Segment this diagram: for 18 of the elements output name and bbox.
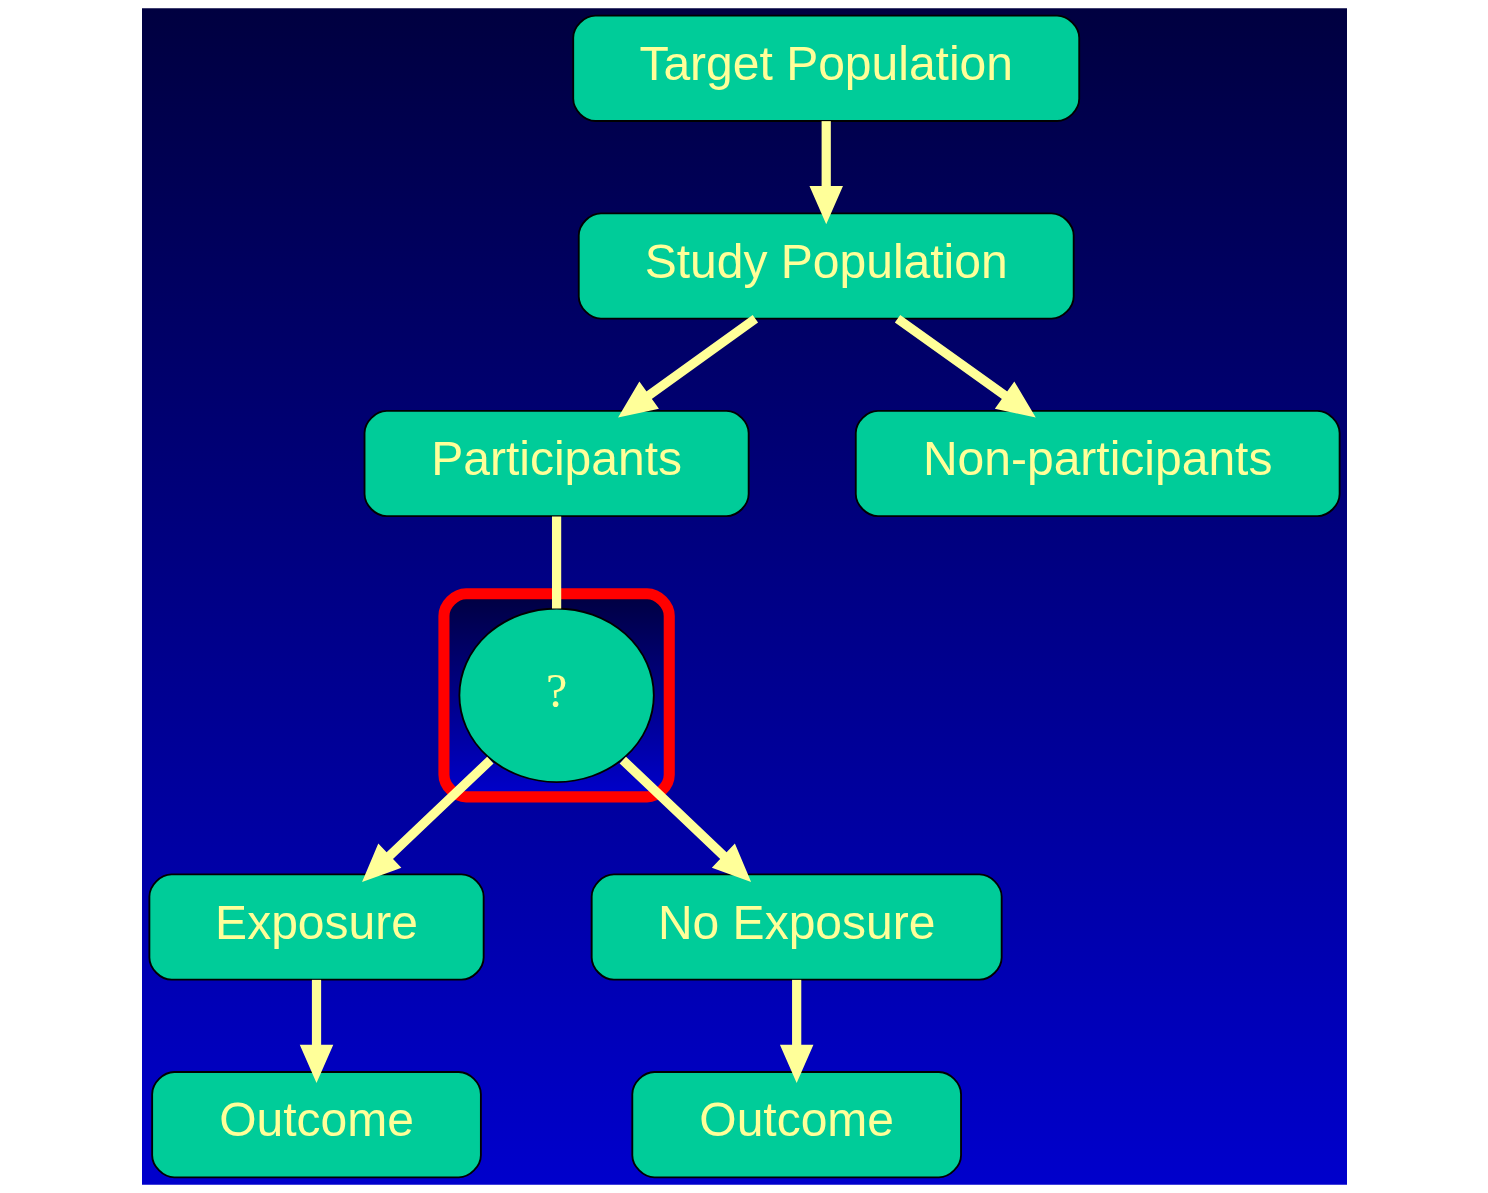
arrow bbox=[299, 979, 333, 1084]
cluster bbox=[437, 588, 675, 803]
node-box: Outcome bbox=[150, 1071, 482, 1179]
node-box: Outcome bbox=[630, 1071, 962, 1179]
arrow bbox=[808, 121, 843, 225]
connector bbox=[551, 516, 561, 609]
node-box: Exposure bbox=[147, 873, 485, 981]
node-box: Study Population bbox=[577, 212, 1075, 320]
node-box: Non-participants bbox=[854, 409, 1341, 518]
node-box: No Exposure bbox=[590, 873, 1003, 981]
node-ellipse: ? bbox=[457, 607, 655, 784]
node-box: Participants bbox=[363, 409, 750, 518]
arrow bbox=[619, 756, 751, 882]
arrow bbox=[361, 756, 494, 882]
arrow bbox=[617, 315, 758, 418]
arrow bbox=[894, 314, 1036, 418]
node-box: Target Population bbox=[571, 14, 1080, 122]
arrow bbox=[779, 979, 813, 1084]
